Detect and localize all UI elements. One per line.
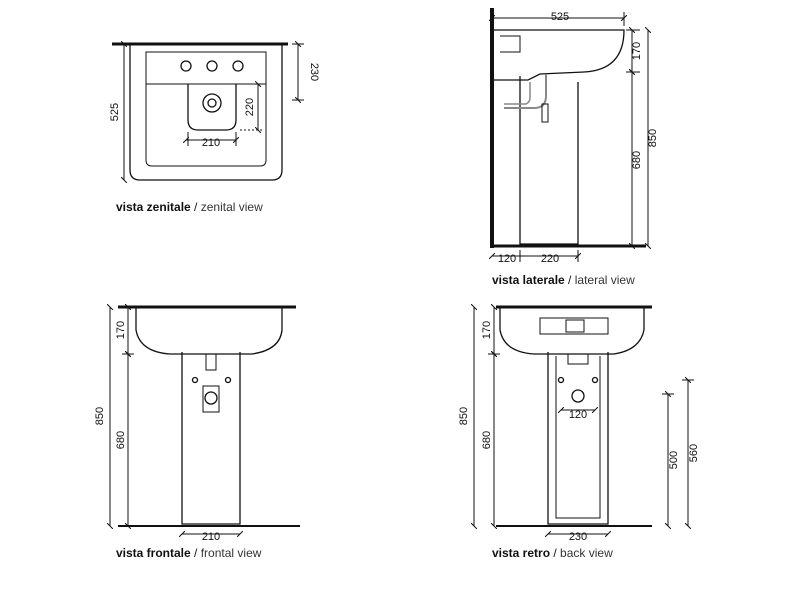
- frontal-trap: [202, 385, 220, 413]
- frontal-dim-pedestal-height: 680: [115, 431, 127, 449]
- zenital-dim-depth: 525: [109, 103, 121, 121]
- back-dim-inlet-height: 500: [668, 451, 680, 469]
- tap-hole-right: [232, 60, 244, 72]
- back-caption-sep: /: [550, 546, 561, 560]
- zenital-caption-sep: /: [190, 200, 201, 214]
- frontal-dim-base-width: 210: [202, 531, 220, 543]
- frontal-caption-it: vista frontale: [116, 546, 191, 560]
- frontal-dim-total-height: 850: [94, 407, 106, 425]
- lateral-caption: vista laterale / lateral view: [492, 273, 635, 287]
- back-caption-it: vista retro: [492, 546, 551, 560]
- frontal-basin: [135, 307, 283, 355]
- frontal-outlet: [204, 391, 218, 405]
- zenital-caption: vista zenitale / zenital view: [116, 200, 263, 214]
- zenital-view: [112, 42, 288, 181]
- lateral-dim-basin-height: 170: [631, 42, 643, 60]
- back-basin: [499, 307, 645, 355]
- lateral-trap: [541, 103, 549, 123]
- frontal-caption-en: frontal view: [200, 546, 262, 560]
- zenital-overflow-channel: [187, 84, 237, 131]
- zenital-dim-back-to-tap: 230: [308, 63, 320, 81]
- lateral-basin: [494, 29, 625, 81]
- tap-hole-center: [206, 60, 218, 72]
- back-dim-hole-spacing: 120: [569, 409, 587, 421]
- zenital-drain: [202, 93, 222, 113]
- back-dim-base-width: 230: [569, 531, 587, 543]
- lateral-pedestal: [519, 76, 579, 245]
- back-rear-recess: [539, 317, 609, 335]
- zenital-dim-bowl-depth: 220: [244, 98, 256, 116]
- frontal-drain-pipe: [205, 354, 217, 371]
- frontal-bolt-right: [224, 376, 232, 384]
- frontal-caption: vista frontale / frontal view: [116, 546, 261, 560]
- lateral-caption-it: vista laterale: [492, 273, 565, 287]
- zenital-drain-inner: [207, 98, 217, 108]
- lateral-bracket: [500, 35, 521, 53]
- lateral-caption-en: lateral view: [574, 273, 635, 287]
- back-bolt-right: [591, 376, 599, 384]
- lateral-dim-wall-gap: 120: [498, 253, 516, 265]
- zenital-tap-deck: [145, 51, 267, 85]
- frontal-view: [118, 305, 300, 527]
- frontal-bolt-left: [191, 376, 199, 384]
- lateral-siphon: [504, 74, 547, 109]
- back-caption: vista retro / back view: [492, 546, 613, 560]
- back-pedestal: [547, 352, 609, 525]
- back-view: [496, 305, 652, 527]
- back-dim-outlet-height: 560: [688, 444, 700, 462]
- lateral-dim-pedestal-height: 680: [631, 151, 643, 169]
- zenital-caption-en: zenital view: [200, 200, 263, 214]
- frontal-caption-sep: /: [190, 546, 201, 560]
- back-dim-pedestal-height: 680: [481, 431, 493, 449]
- back-caption-en: back view: [560, 546, 613, 560]
- back-pedestal-inner: [555, 356, 601, 519]
- zenital-dim-drain-width: 210: [202, 137, 220, 149]
- back-dim-total-height: 850: [458, 407, 470, 425]
- back-dim-basin-height: 170: [481, 321, 493, 339]
- back-rear-cutout: [565, 319, 585, 333]
- zenital-caption-it: vista zenitale: [116, 200, 191, 214]
- frontal-dim-basin-height: 170: [115, 321, 127, 339]
- back-drain: [567, 354, 589, 365]
- lateral-siphon-inner: [504, 82, 531, 105]
- lateral-caption-sep: /: [564, 273, 575, 287]
- back-outlet: [571, 389, 585, 403]
- lateral-dim-pedestal-depth: 220: [541, 253, 559, 265]
- lateral-dim-total-height: 850: [647, 129, 659, 147]
- lateral-view: [490, 8, 646, 248]
- tap-hole-left: [180, 60, 192, 72]
- zenital-bowl: [145, 84, 267, 167]
- zenital-basin-outline: [129, 44, 283, 181]
- back-bolt-left: [557, 376, 565, 384]
- frontal-pedestal: [181, 352, 241, 525]
- lateral-dim-depth: 525: [551, 11, 569, 23]
